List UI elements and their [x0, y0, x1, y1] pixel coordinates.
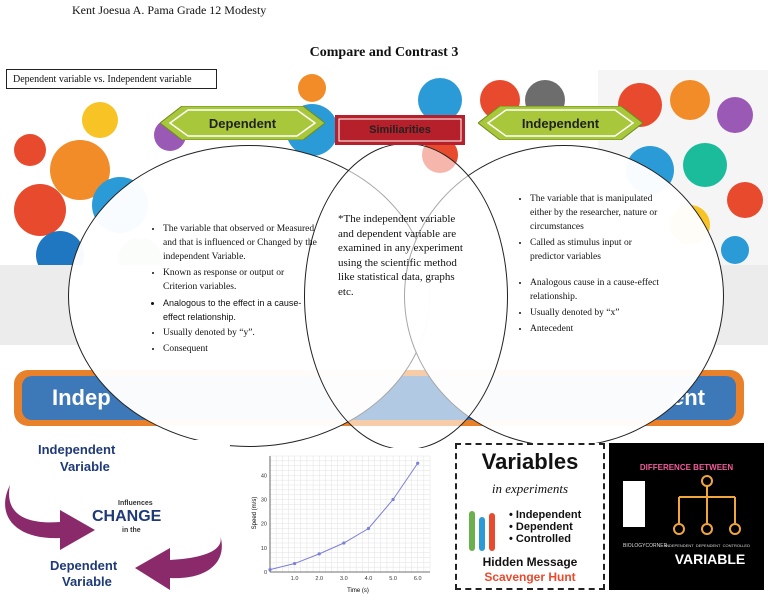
chart-point: [342, 541, 346, 545]
chart-x-tick-label: 2.0: [315, 576, 323, 582]
collage-blob: [721, 236, 749, 264]
chart-series: [268, 461, 420, 572]
page-title: Compare and Contrast 3: [309, 45, 459, 60]
similarities-banner-label: Similiarities: [369, 124, 431, 136]
variables-card-item: • Controlled: [509, 533, 571, 545]
chart-point: [366, 526, 371, 531]
collage-blob: [50, 140, 110, 200]
difference-card-heading: DIFFERENCE BETWEEN: [639, 463, 734, 472]
chart-y-tick-label: 30: [261, 498, 267, 504]
variables-card-footer1: Hidden Message: [482, 555, 578, 569]
collage-blob: [670, 80, 710, 120]
variables-card-footer2: Scavenger Hunt: [484, 570, 576, 584]
influence-top-line1: Independent: [38, 442, 116, 457]
chart-point: [317, 552, 321, 556]
dependent-item: Known as response or output or Criterion…: [163, 266, 317, 294]
chart-x-tick-label: 5.0: [389, 576, 397, 582]
collage-blob: [14, 134, 46, 166]
difference-card-big: VARIABLE: [674, 551, 746, 567]
chart-y-tick-label: 0: [264, 570, 267, 576]
independent-banner: [478, 106, 643, 140]
independent-banner-label: Independent: [521, 115, 600, 131]
difference-card: DIFFERENCE BETWEEN INDEPENDENT DEPENDENT…: [609, 443, 764, 590]
chart-axes: [269, 456, 430, 573]
variables-card-item: • Independent: [509, 509, 582, 521]
collage-blob: [683, 143, 727, 187]
chart-ticks: 1.0 2.0 3.0 4.0 5.0 6.0 0 10 20 30 40: [261, 473, 422, 582]
influence-bottom-line1: Dependent: [50, 558, 118, 573]
hierarchy-icon: [673, 475, 741, 535]
chart-y-tick-label: 20: [261, 522, 267, 528]
independent-list: The variable that is manipulated either …: [512, 192, 662, 338]
influence-bottom-line2: Variable: [62, 574, 112, 589]
cartoon-figure-icon: [623, 481, 645, 527]
chart-xlabel: Time (s): [347, 588, 369, 594]
collage-blob: [717, 97, 753, 133]
variables-card-item: • Dependent: [509, 521, 573, 533]
variables-card: Variables in experiments • Independent •…: [455, 443, 605, 590]
dependent-item: Usually denoted by “y”.: [163, 326, 317, 340]
chart-point: [391, 497, 395, 502]
chart-point: [268, 567, 272, 572]
comparison-label: Dependent variable vs. Independent varia…: [6, 69, 217, 89]
influence-top-line2: Variable: [60, 459, 110, 474]
collage-blob: [14, 184, 66, 236]
variables-card-title: Variables: [481, 449, 579, 474]
collage-blob: [418, 78, 462, 122]
dependent-item: The variable that observed or Measured a…: [163, 222, 317, 264]
influence-mid-line3: in the: [122, 527, 141, 534]
dependent-item: Consequent: [163, 342, 317, 356]
influence-graphic: Independent Variable Influences CHANGE i…: [0, 440, 230, 590]
chart-x-tick-label: 1.0: [291, 576, 299, 582]
chart-x-tick-label: 4.0: [365, 576, 373, 582]
difference-card-small-labels: INDEPENDENT DEPENDENT CONTROLLED: [665, 543, 750, 548]
speed-time-chart: 1.0 2.0 3.0 4.0 5.0 6.0 0 10 20 30 40 Time (s) Spe…: [250, 448, 440, 594]
chart-point: [293, 561, 297, 566]
dependent-banner: [160, 106, 325, 140]
independent-item: Called as stimulus input or predictor va…: [530, 236, 662, 264]
similarities-banner: [335, 115, 465, 145]
chart-point: [416, 461, 420, 465]
independent-item: The variable that is manipulated either …: [530, 192, 662, 234]
collage-blob: [298, 74, 326, 102]
chart-y-tick-label: 40: [261, 473, 267, 479]
collage-blob: [82, 102, 118, 138]
bottom-banner-left-text: Indep: [52, 385, 111, 410]
collage-blob: [727, 182, 763, 218]
chart-background: [250, 448, 440, 594]
chart-y-tick-label: 10: [261, 546, 267, 552]
independent-item: Antecedent: [530, 322, 662, 336]
influence-arrows: [5, 485, 222, 590]
dependent-item: Analogous to the effect in a cause-effec…: [163, 296, 317, 324]
independent-item: Usually denoted by “x”: [530, 306, 662, 320]
curved-arrow-icon: [5, 485, 95, 550]
chart-x-tick-label: 3.0: [340, 576, 348, 582]
flask-icon: [469, 511, 495, 551]
dependent-banner-label: Dependent: [208, 115, 277, 131]
independent-item: Analogous cause in a cause-effect relati…: [530, 276, 662, 304]
similarities-text: *The independent variable and dependent …: [338, 213, 463, 298]
influence-mid-line2: CHANGE: [92, 508, 162, 525]
influence-mid-line1: Influences: [118, 500, 153, 507]
author-line: Kent Joesua A. Pama Grade 12 Modesty: [72, 3, 267, 17]
chart-ylabel: Speed (m/s): [252, 497, 258, 530]
chart-x-tick-label: 6.0: [414, 576, 422, 582]
difference-card-brand: BIOLOGYCORNER: [623, 543, 668, 549]
dependent-list: The variable that observed or Measured a…: [145, 222, 317, 358]
variables-card-list: • Independent • Dependent • Controlled: [509, 509, 581, 545]
variables-card-subtitle: in experiments: [491, 481, 569, 496]
curved-arrow-icon: [135, 535, 222, 590]
